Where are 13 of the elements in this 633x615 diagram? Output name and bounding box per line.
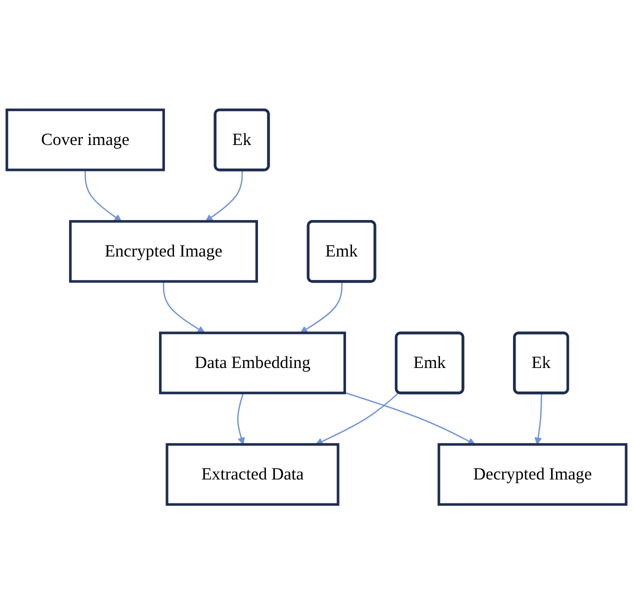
arrow	[205, 170, 243, 222]
arrow	[237, 393, 245, 446]
arrow	[84, 170, 122, 222]
node-box: Data Embedding	[159, 332, 346, 395]
arrow	[300, 282, 343, 334]
node-box: Extracted Data	[166, 443, 340, 506]
node-box: Decrypted Image	[438, 443, 628, 506]
arrow	[162, 282, 205, 334]
node-box: Encrypted Image	[69, 220, 258, 284]
node-box: Cover image	[6, 108, 165, 172]
arrow	[534, 394, 542, 446]
arrow	[315, 392, 400, 446]
arrow	[344, 392, 476, 446]
